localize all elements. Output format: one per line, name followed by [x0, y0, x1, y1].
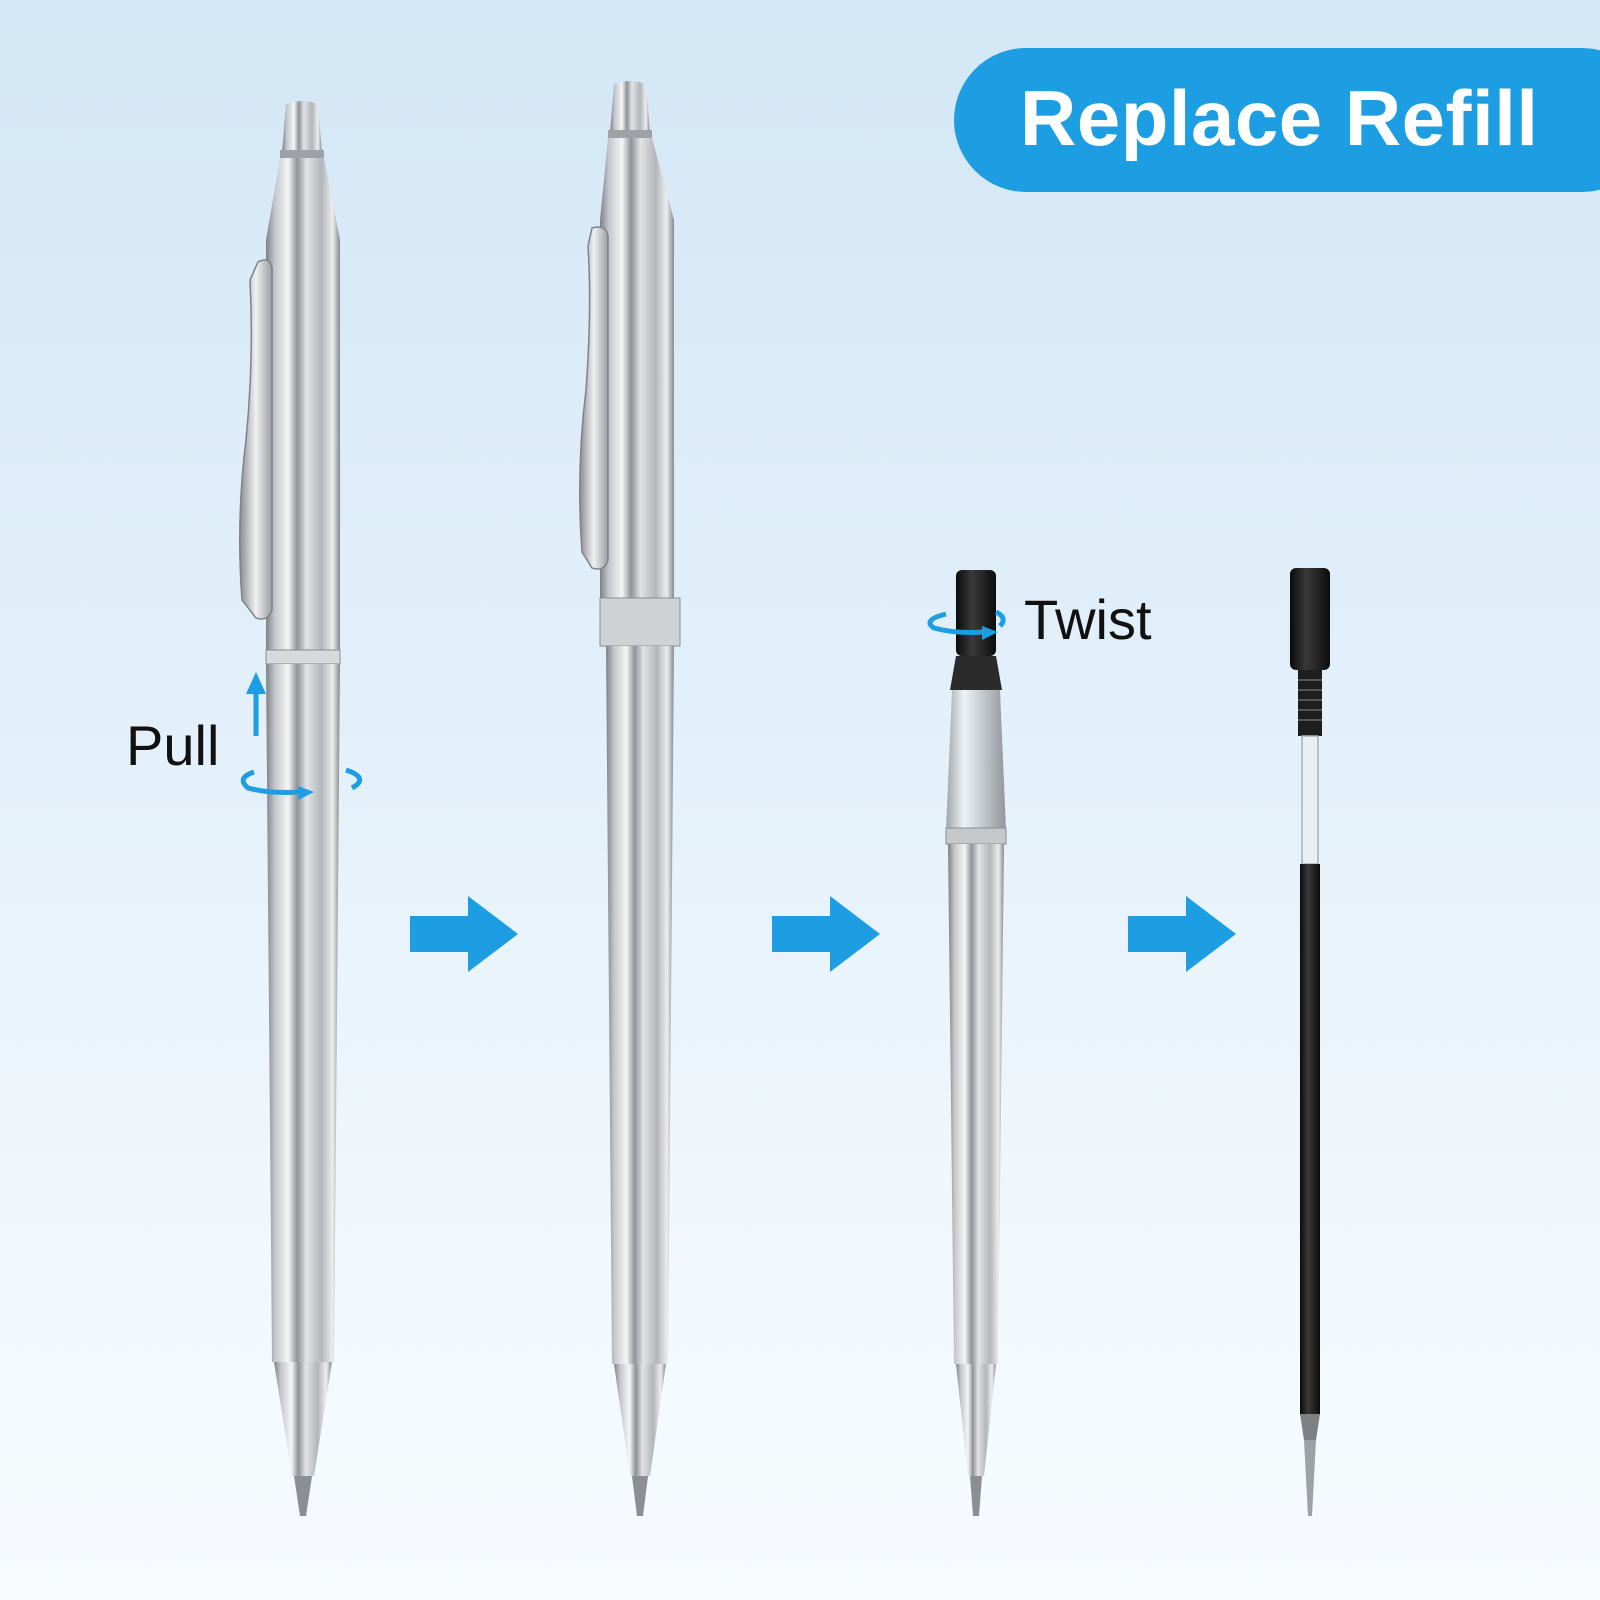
up-arrow-icon	[246, 672, 266, 736]
pen-tip-cone	[274, 1362, 332, 1476]
refill-ink-tube	[1300, 864, 1320, 1414]
pen-mechanism-ring	[599, 597, 681, 647]
refill-knob	[956, 570, 996, 656]
pen-lower-barrel	[266, 664, 340, 1362]
pen-tip-cone	[956, 1364, 996, 1476]
pen-upper-barrel	[600, 138, 674, 598]
pen-lower-barrel	[948, 844, 1004, 1364]
pen-opened	[579, 81, 681, 1516]
refill-knob	[1290, 568, 1330, 670]
banner-title: Replace Refill	[1020, 74, 1539, 162]
mechanism-sleeve	[946, 690, 1006, 830]
rotate-arrow-icon	[240, 767, 363, 800]
next-step-arrow-icon	[772, 896, 880, 972]
pen-clip	[579, 226, 609, 570]
pen-upper-barrel	[266, 158, 340, 650]
next-step-arrow-icon	[1128, 896, 1236, 972]
pull-label: Pull	[126, 714, 220, 777]
pen-assembled	[239, 101, 341, 1516]
pen-clip	[239, 259, 273, 620]
refill-clear-tube	[1301, 735, 1319, 865]
pen-tip-cone	[614, 1364, 666, 1476]
refill	[1290, 568, 1330, 1516]
pen-cap-top	[282, 101, 322, 152]
pen-cap-top	[610, 81, 650, 132]
pen-lower-barrel	[606, 646, 674, 1364]
twist-label: Twist	[1024, 588, 1152, 651]
pen-mechanism	[945, 570, 1007, 1516]
title-banner	[954, 48, 1600, 192]
rotate-arrow-icon	[927, 609, 1006, 640]
next-step-arrow-icon	[410, 896, 518, 972]
